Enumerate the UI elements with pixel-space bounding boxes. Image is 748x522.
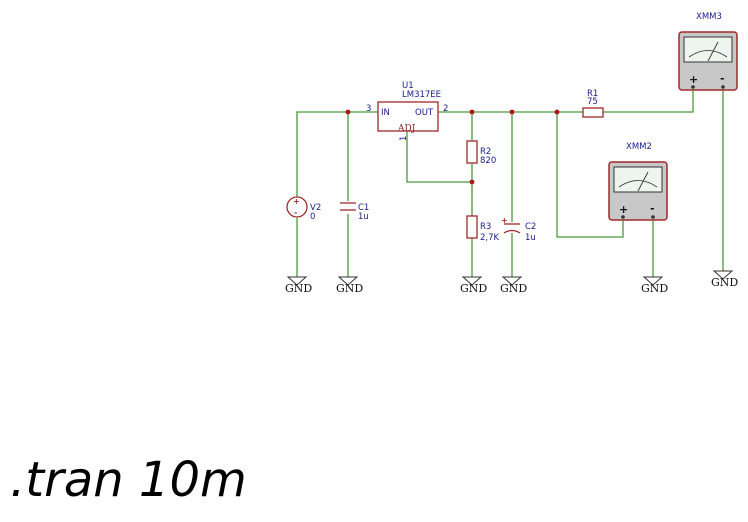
junction-dot xyxy=(469,179,475,185)
u1-pin-out-label: OUT xyxy=(415,108,434,118)
c2-value-label: 1u xyxy=(525,233,536,243)
terminal-dot[interactable] xyxy=(691,85,695,89)
u1-pin-num-out: 2 xyxy=(443,104,448,114)
wire-adj-to-divider[interactable] xyxy=(406,131,472,183)
junction-dot xyxy=(469,109,475,115)
xmm2-plus-terminal: + xyxy=(619,203,628,216)
ground-icon xyxy=(286,276,308,286)
multimeter-xmm2[interactable]: XMM2 + - xyxy=(608,142,668,221)
xmm2-ref-label: XMM2 xyxy=(626,142,652,152)
junction-dot xyxy=(554,109,560,115)
junction-dot xyxy=(345,109,351,115)
ground-xmm3[interactable]: GND xyxy=(711,270,738,289)
ground-icon xyxy=(712,270,734,280)
wire-v2-to-u1-in[interactable] xyxy=(296,111,378,197)
terminal-dot[interactable] xyxy=(651,215,655,219)
xmm3-ref-label: XMM3 xyxy=(696,12,722,22)
source-minus-sign: - xyxy=(294,208,297,217)
wire-to-xmm2-plus[interactable] xyxy=(556,112,624,238)
v2-value-label: 0 xyxy=(310,212,315,222)
voltage-source-symbol[interactable] xyxy=(286,196,308,218)
meter-scale-arc xyxy=(688,50,728,58)
u1-pin-adj-label: ADJ xyxy=(397,124,416,134)
u1-value-label: LM317EE xyxy=(402,90,441,100)
ground-v2[interactable]: GND xyxy=(285,276,312,295)
meter-dial-face xyxy=(613,166,663,193)
meter-scale-arc xyxy=(618,180,658,188)
c1-value-label: 1u xyxy=(358,212,369,222)
source-plus-sign: + xyxy=(293,197,300,206)
u1-pin-in-label: IN xyxy=(381,108,390,118)
ground-label: GND xyxy=(460,282,487,295)
r1-value-label: 75 xyxy=(587,97,598,107)
multimeter-xmm3[interactable]: XMM3 + - xyxy=(678,12,738,91)
ground-r3[interactable]: GND xyxy=(460,276,487,295)
xmm3-minus-terminal: - xyxy=(720,72,725,85)
ground-c2[interactable]: GND xyxy=(500,276,527,295)
meter-needle xyxy=(707,41,719,62)
v2-ref-label: V2 xyxy=(310,203,321,213)
capacitor-plus-sign: + xyxy=(501,216,508,225)
u1-pin-num-adj: 1 xyxy=(399,136,409,141)
xmm3-plus-terminal: + xyxy=(689,73,698,86)
ground-icon xyxy=(642,276,664,286)
u1-pin-num-in: 3 xyxy=(366,104,371,114)
c2-ref-label: C2 xyxy=(525,222,536,232)
resistor-r1[interactable]: R1 75 xyxy=(582,89,604,118)
r3-ref-label: R3 xyxy=(480,222,491,232)
junctions xyxy=(345,109,560,185)
ground-xmm2[interactable]: GND xyxy=(641,276,668,295)
resistor-body[interactable] xyxy=(466,140,478,164)
capacitor-curved-plate xyxy=(503,229,521,234)
ground-label: GND xyxy=(500,282,527,295)
resistor-body[interactable] xyxy=(466,215,478,239)
meter-needle xyxy=(637,171,649,192)
spice-directive[interactable]: .tran 10m xyxy=(10,452,247,508)
wire-r1-to-xmm3-plus[interactable] xyxy=(603,87,694,113)
meter-dial-face xyxy=(683,36,733,63)
voltage-source-v2[interactable]: + - V2 0 xyxy=(286,196,321,222)
c1-ref-label: C1 xyxy=(358,203,369,213)
r3-value-label: 2,7K xyxy=(480,233,500,243)
xmm2-minus-terminal: - xyxy=(650,202,655,215)
ground-label: GND xyxy=(336,282,363,295)
regulator-body[interactable] xyxy=(377,101,439,132)
r2-ref-label: R2 xyxy=(480,147,491,157)
capacitor-c1[interactable]: C1 1u xyxy=(340,202,369,222)
junction-dot xyxy=(509,109,515,115)
terminal-dot[interactable] xyxy=(721,85,725,89)
ground-label: GND xyxy=(711,276,738,289)
u1-ref-label: U1 xyxy=(402,81,414,91)
r1-ref-label: R1 xyxy=(587,89,598,99)
ground-icon xyxy=(461,276,483,286)
resistor-body[interactable] xyxy=(582,107,604,118)
resistor-r2[interactable]: R2 820 xyxy=(466,140,496,166)
ground-icon xyxy=(501,276,523,286)
terminal-dot[interactable] xyxy=(621,215,625,219)
regulator-u1[interactable]: U1 LM317EE IN OUT ADJ 3 2 1 xyxy=(366,81,448,141)
resistor-r3[interactable]: R3 2,7K xyxy=(466,215,500,243)
ground-label: GND xyxy=(285,282,312,295)
ground-icon xyxy=(337,276,359,286)
r2-value-label: 820 xyxy=(480,156,496,166)
ground-c1[interactable]: GND xyxy=(336,276,363,295)
capacitor-c2[interactable]: + C2 1u xyxy=(501,216,536,243)
ground-label: GND xyxy=(641,282,668,295)
